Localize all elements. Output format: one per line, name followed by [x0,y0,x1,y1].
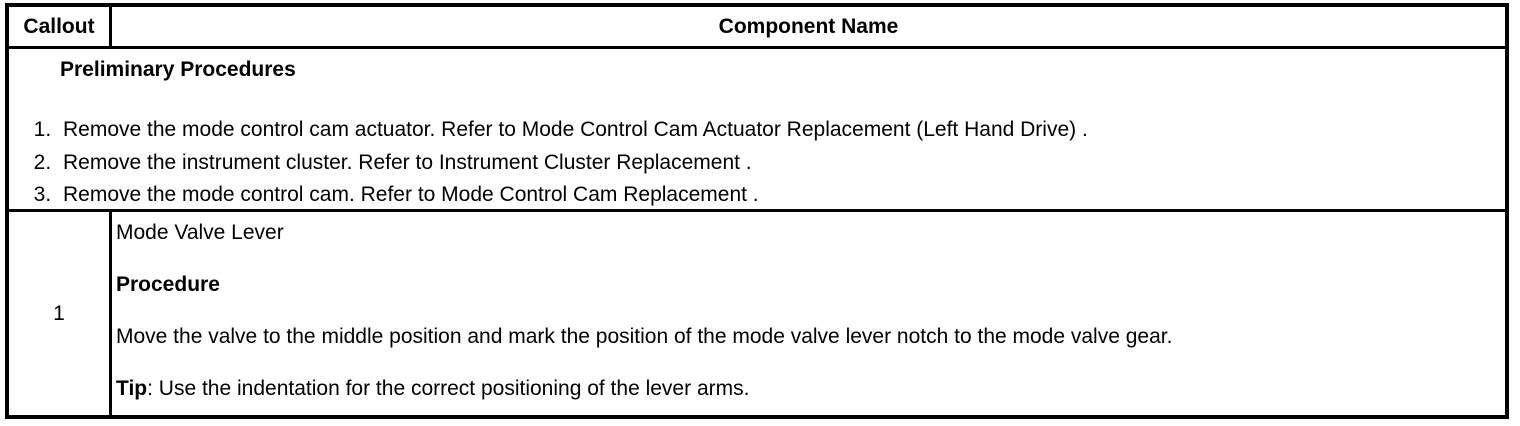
preliminary-step: Remove the mode control cam actuator. Re… [57,114,1505,147]
component-name-column-header: Component Name [718,14,899,38]
procedure-text: Move the valve to the middle position an… [116,325,1173,348]
component-table: Callout Component Name Preliminary Proce… [5,3,1509,419]
component-name-text: Mode Valve Lever [116,221,284,244]
tip-label: Tip [116,377,148,400]
component-details: Mode Valve Lever Procedure Move the valv… [112,212,1505,415]
preliminary-step: Remove the instrument cluster. Refer to … [57,147,1505,180]
table-row: 1 Mode Valve Lever Procedure Move the va… [9,212,1505,415]
preliminary-procedures-title: Preliminary Procedures [60,58,296,81]
procedure-heading: Procedure [116,274,1495,296]
procedure-label: Procedure [116,273,220,296]
preliminary-procedures-section: Preliminary Procedures Remove the mode c… [9,49,1505,212]
callout-column-header: Callout [9,7,112,46]
tip-body: : Use the indentation for the correct po… [147,377,750,400]
callout-number: 1 [9,212,112,415]
table-header-row: Callout Component Name [9,7,1505,49]
preliminary-steps-list: Remove the mode control cam actuator. Re… [9,114,1505,209]
preliminary-step: Remove the mode control cam. Refer to Mo… [57,179,1505,209]
tip-text: Tip: Use the indentation for the correct… [116,378,1495,400]
